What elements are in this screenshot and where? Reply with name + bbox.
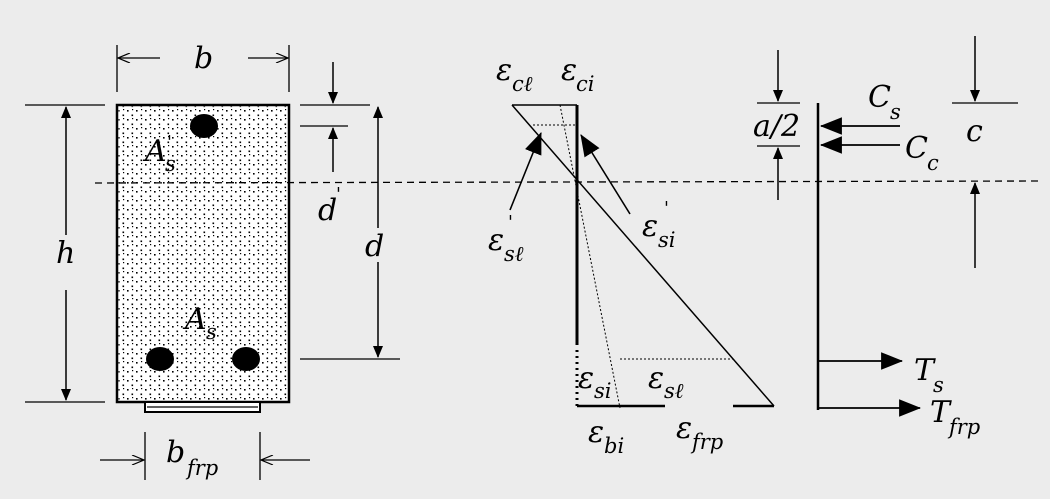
Cc-sub: c (927, 151, 939, 175)
esi-prime-pointer (580, 134, 631, 215)
compression-rebar (190, 114, 218, 138)
compression-steel-prime: ' (167, 132, 172, 153)
force-diagram: a/2 C s C c T s T frp c (753, 36, 1018, 439)
eps-frp-label: ε (676, 411, 692, 446)
a2-label: a/2 (753, 109, 800, 144)
eps-bi-sub: bi (604, 434, 624, 458)
eps-si-label: ε (578, 361, 594, 396)
tension-rebar-right (232, 347, 260, 371)
eps-cl-sub: cℓ (512, 72, 533, 96)
h-label: h (56, 236, 75, 271)
strain-profile-longterm (511, 104, 775, 407)
strain-profile-initial (559, 104, 621, 409)
tension-steel-label: A (182, 302, 207, 337)
eps-ci-sub: ci (576, 72, 594, 96)
b-label: b (194, 41, 213, 76)
eps-si-sub: si (594, 379, 612, 403)
eps-sl-prime-sub: sℓ (504, 242, 524, 266)
eps-ci-label: ε (561, 53, 577, 88)
compression-steel-sub: s (165, 152, 176, 176)
dprime-label: d (318, 193, 337, 228)
tension-steel-sub: s (206, 320, 217, 344)
Tfrp-label: T (930, 395, 952, 430)
tension-rebar-left (146, 347, 174, 371)
eps-sl-label: ε (648, 361, 664, 396)
eps-bi-label: ε (588, 415, 604, 450)
neutral-axis (94, 180, 1041, 184)
eps-si-prime-label: ε (642, 209, 658, 244)
Ts-sub: s (933, 373, 944, 397)
cross-section: b h d ' d A s ' A s b frp (25, 41, 400, 480)
esl-prime-pointer (509, 131, 542, 211)
Cs-label: C (868, 80, 891, 115)
strain-diagram: ε cℓ ε ci ε sℓ ' ε si ' ε si ε sℓ ε bi ε… (488, 53, 775, 458)
d-label: d (365, 229, 384, 264)
c-label: c (966, 114, 983, 149)
eps-sl-sub: sℓ (664, 379, 684, 403)
dprime-prime: ' (336, 184, 341, 205)
eps-sl-prime-prime: ' (508, 212, 513, 233)
eps-cl-label: ε (496, 53, 512, 88)
concrete-texture (118, 106, 288, 401)
bfrp-label: b (166, 435, 185, 470)
Tfrp-sub: frp (947, 415, 980, 439)
eps-sl-prime-label: ε (488, 223, 504, 258)
Ts-label: T (914, 353, 936, 388)
eps-frp-sub: frp (690, 430, 723, 454)
Cc-label: C (905, 131, 928, 166)
eps-si-prime-sub: si (658, 228, 676, 252)
bfrp-sub: frp (185, 456, 218, 480)
eps-si-prime-prime: ' (664, 198, 669, 219)
compression-steel-label: A (142, 134, 167, 169)
Cs-sub: s (890, 100, 901, 124)
